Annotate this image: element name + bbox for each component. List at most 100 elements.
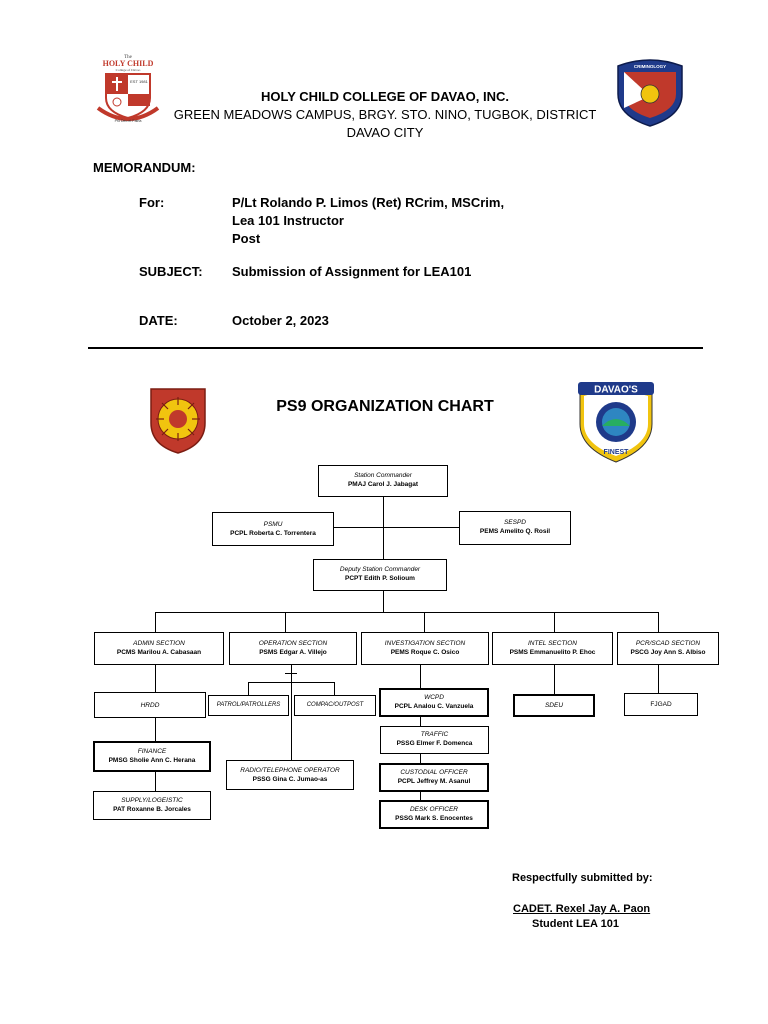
signer-name: CADET. Rexel Jay A. Paon — [513, 903, 651, 915]
date-label: DATE: — [139, 313, 178, 328]
compac-box: COMPAC/OUTPOST — [294, 695, 376, 716]
supply-title: SUPPLY/LOGEISTIC — [121, 797, 183, 804]
sdeu-box: SDEU — [513, 694, 595, 717]
connector — [248, 682, 334, 683]
hrdd-label: HRDD — [140, 701, 160, 709]
connector — [658, 612, 659, 632]
svg-text:Pro Deo et Patria: Pro Deo et Patria — [115, 119, 142, 123]
chart-title: PS9 ORGANIZATION CHART — [276, 398, 494, 415]
connector — [285, 612, 286, 632]
school-name: HOLY CHILD COLLEGE OF DAVAO, INC. — [261, 89, 509, 104]
svg-text:DAVAO'S: DAVAO'S — [594, 385, 638, 396]
wcpd-name: PCPL Analou C. Vanzuela — [394, 703, 474, 710]
svg-text:The: The — [124, 55, 133, 60]
for-label: For: — [139, 195, 165, 210]
connector — [155, 665, 156, 792]
section-head: PCMS Marilou A. Cabasaan — [116, 649, 202, 656]
pcr-scad-section-box: PCR/SCAD SECTION PSCG Joy Ann S. Albiso — [617, 632, 719, 665]
holy-child-logo: The HOLY CHILD College of Davao EST 1981… — [92, 50, 164, 126]
subject-value: Submission of Assignment for LEA101 — [232, 264, 472, 279]
supply-name: PAT Roxanne B. Jorcales — [113, 806, 191, 813]
connector — [155, 612, 156, 632]
connector — [658, 665, 659, 693]
admin-section-box: ADMIN SECTION PCMS Marilou A. Cabasaan — [94, 632, 224, 665]
psmu-box: PSMU PCPL Roberta C. Torrentera — [212, 512, 334, 546]
address-line-1: GREEN MEADOWS CAMPUS, BRGY. STO. NINO, T… — [173, 107, 597, 122]
fjgad-label: FJGAD — [650, 701, 672, 708]
connector — [554, 665, 555, 695]
svg-text:CRIMINOLOGY: CRIMINOLOGY — [634, 64, 666, 69]
svg-text:College of Davao: College of Davao — [116, 68, 141, 72]
radio-name: PSSG Gina C. Jumao-as — [252, 776, 328, 783]
connector — [424, 612, 425, 632]
deputy-commander-box: Deputy Station Commander PCPT Edith P. S… — [313, 559, 447, 591]
traffic-name: PSSG Elmer F. Domenca — [396, 740, 473, 747]
station-commander-box: Station Commander PMAJ Carol J. Jabagat — [318, 465, 448, 497]
section-title: ADMIN SECTION — [133, 640, 185, 647]
for-line-3: Post — [232, 231, 261, 246]
desk-officer-box: DESK OFFICER PSSG Mark S. Enocentes — [379, 800, 489, 829]
wcpd-title: WCPD — [424, 694, 444, 701]
connector — [554, 612, 555, 632]
connector — [334, 682, 335, 695]
svg-text:FINEST: FINEST — [604, 449, 630, 456]
sdeu-label: SDEU — [544, 702, 564, 709]
sespd-title: SESPD — [503, 519, 527, 526]
custodial-title: CUSTODIAL OFFICER — [400, 769, 468, 776]
station-commander-name: PMAJ Carol J. Jabagat — [347, 481, 419, 488]
supply-box: SUPPLY/LOGEISTIC PAT Roxanne B. Jorcales — [93, 791, 211, 820]
memo-heading: MEMORANDUM: — [93, 160, 196, 175]
pnp-seal-icon — [147, 383, 209, 455]
radio-title: RADIO/TELEPHONE OPERATOR — [240, 767, 340, 774]
svg-text:EST 1981: EST 1981 — [130, 79, 148, 84]
section-title: INTEL SECTION — [527, 640, 577, 647]
connector — [333, 527, 460, 528]
davao-finest-badge-icon: DAVAO'S FINEST — [574, 378, 658, 464]
psmu-name: PCPL Roberta C. Torrentera — [230, 530, 316, 537]
desk-name: PSSG Mark S. Enocentes — [395, 815, 473, 822]
date-value: October 2, 2023 — [232, 313, 329, 328]
for-line-1: P/Lt Rolando P. Limos (Ret) RCrim, MSCri… — [232, 195, 505, 210]
traffic-box: TRAFFIC PSSG Elmer F. Domenca — [380, 726, 489, 754]
connector — [383, 591, 384, 612]
signer-role: Student LEA 101 — [532, 918, 619, 930]
custodial-name: PCPL Jeffrey M. Asanul — [397, 778, 471, 785]
sespd-box: SESPD PEMS Amelito Q. Rosil — [459, 511, 571, 545]
hrdd-box: HRDD — [94, 692, 206, 718]
section-head: PSCG Joy Ann S. Albiso — [630, 649, 706, 656]
investigation-section-box: INVESTIGATION SECTION PEMS Roque C. Osic… — [361, 632, 489, 665]
finance-title: FINANCE — [137, 748, 167, 755]
memo-divider — [88, 347, 703, 349]
patrol-label: PATROL/PATROLLERS — [216, 702, 281, 708]
fjgad-box: FJGAD — [624, 693, 698, 716]
compac-label: COMPAC/OUTPOST — [306, 702, 364, 708]
station-commander-title: Station Commander — [354, 472, 412, 479]
criminology-logo: CRIMINOLOGY — [612, 56, 688, 128]
respectfully-label: Respectfully submitted by: — [512, 872, 653, 884]
address-line-2: DAVAO CITY — [346, 125, 424, 140]
connector — [383, 497, 384, 559]
patrol-box: PATROL/PATROLLERS — [208, 695, 289, 716]
traffic-title: TRAFFIC — [420, 731, 449, 738]
connector — [155, 612, 658, 613]
finance-box: FINANCE PMSG Sholie Ann C. Herana — [93, 741, 211, 772]
section-head: PSMS Emmanuelito P. Ehoc — [509, 649, 596, 656]
deputy-name: PCPT Edith P. Solioum — [345, 575, 415, 582]
svg-text:HOLY CHILD: HOLY CHILD — [103, 59, 154, 68]
section-title: INVESTIGATION SECTION — [384, 640, 466, 647]
wcpd-box: WCPD PCPL Analou C. Vanzuela — [379, 688, 489, 717]
for-line-2: Lea 101 Instructor — [232, 213, 344, 228]
intel-section-box: INTEL SECTION PSMS Emmanuelito P. Ehoc — [492, 632, 613, 665]
radio-operator-box: RADIO/TELEPHONE OPERATOR PSSG Gina C. Ju… — [226, 760, 354, 790]
section-head: PEMS Roque C. Osico — [390, 649, 460, 656]
sespd-name: PEMS Amelito Q. Rosil — [479, 528, 551, 535]
connector — [248, 682, 249, 695]
section-title: PCR/SCAD SECTION — [635, 640, 701, 647]
operation-section-box: OPERATION SECTION PSMS Edgar A. Villejo — [229, 632, 357, 665]
deputy-title: Deputy Station Commander — [339, 566, 421, 573]
custodial-box: CUSTODIAL OFFICER PCPL Jeffrey M. Asanul — [379, 763, 489, 792]
psmu-title: PSMU — [263, 521, 283, 528]
finance-name: PMSG Sholie Ann C. Herana — [108, 757, 196, 764]
connector — [291, 665, 292, 763]
section-title: OPERATION SECTION — [258, 640, 328, 647]
